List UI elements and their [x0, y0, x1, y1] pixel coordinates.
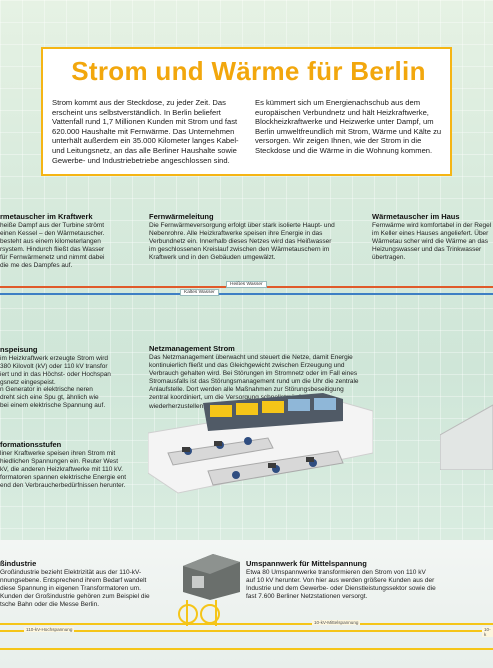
title-box: Strom und Wärme für Berlin Strom kommt a…	[41, 47, 452, 176]
control-room-illustration	[148, 393, 373, 494]
section-einspeisung: nspeisung im Heizkraftwerk erzeugte Stro…	[0, 345, 115, 387]
building-icon	[440, 404, 493, 470]
section-netzmanagement: Netzmanagement Strom Das Netzmanagement …	[149, 344, 364, 411]
label-10kv-right: 10-k	[482, 627, 493, 637]
section-text: Fernwärme wird komfortabel in der Regel …	[372, 222, 492, 262]
section-generator: n Generator in elektrische neren dreht s…	[0, 386, 108, 410]
label-110kv: 110-kV-Hochspannung	[24, 627, 75, 632]
cable-bottom	[0, 648, 493, 650]
section-heading: Fernwärmeleitung	[149, 212, 214, 221]
substation-icon	[183, 554, 240, 600]
section-text: Etwa 80 Umspannwerke transformieren den …	[246, 569, 436, 601]
section-waermetauscher-haus: Wärmetauscher im Haus Fernwärme wird kom…	[372, 212, 493, 262]
transformer-ring-right	[200, 604, 220, 624]
section-transformationsstufen: formationsstufen liner Kraftwerke speise…	[0, 440, 128, 490]
section-waermetauscher-kraftwerk: rmetauscher im Kraftwerk heiße Dampf aus…	[0, 212, 112, 271]
section-heading: nspeisung	[0, 345, 38, 354]
transformer-ring-left	[178, 604, 198, 624]
section-text: Die Fernwärmeversorgung erfolgt über sta…	[149, 222, 335, 262]
section-heading: Umspannwerk für Mittelspannung	[246, 559, 367, 568]
section-umspannwerk: Umspannwerk für Mittelspannung Etwa 80 U…	[246, 559, 436, 601]
intro-right: Es kümmert sich um Energienachschub aus …	[255, 98, 442, 155]
cold-water-pipe	[0, 293, 493, 295]
section-heading: rmetauscher im Kraftwerk	[0, 212, 93, 221]
cold-water-label: Kaltes Wasser	[180, 289, 219, 296]
bottom-band	[0, 540, 493, 668]
label-10kv: 10-kV-Mittelspannung	[312, 620, 361, 625]
section-text: liner Kraftwerke speisen ihren Strom mit…	[0, 450, 127, 490]
section-heading: Wärmetauscher im Haus	[372, 212, 460, 221]
cable-110kv	[0, 630, 493, 632]
section-text: n Generator in elektrische neren dreht s…	[0, 386, 106, 410]
section-fernwaermeleitung: Fernwärmeleitung Die Fernwärmeversorgung…	[149, 212, 339, 262]
section-text: im Heizkraftwerk erzeugte Strom wird 380…	[0, 355, 111, 387]
intro-left: Strom kommt aus der Steckdose, zu jeder …	[52, 98, 239, 165]
section-grossindustrie: ßindustrie Großindustrie bezieht Elektri…	[0, 559, 150, 609]
section-heading: ßindustrie	[0, 559, 37, 568]
section-heading: formationsstufen	[0, 440, 62, 449]
section-text: Das Netzmanagement überwacht und steuert…	[149, 354, 359, 410]
cable-10kv	[0, 623, 493, 625]
section-heading: Netzmanagement Strom	[149, 344, 235, 353]
section-text: Großindustrie bezieht Elektrizität aus d…	[0, 569, 150, 609]
section-text: heiße Dampf aus der Turbine strömt einen…	[0, 222, 105, 270]
hot-water-label: Heißes Wasser	[226, 281, 267, 288]
page-title: Strom und Wärme für Berlin	[71, 56, 426, 86]
